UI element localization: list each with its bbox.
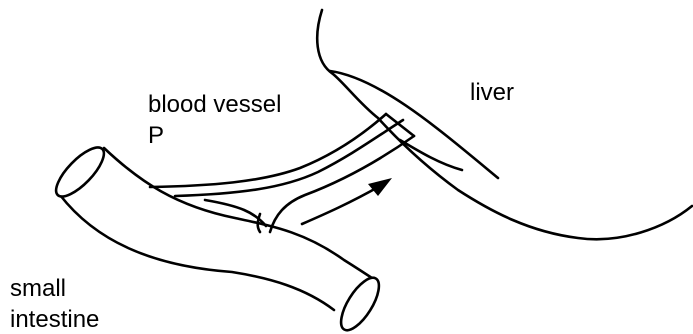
intestine-upper-wall <box>104 148 378 282</box>
small-intestine <box>49 141 386 334</box>
intestine-lower-wall <box>60 195 334 310</box>
intestine-right-opening <box>334 272 386 334</box>
blood-vessel-p <box>150 114 414 232</box>
flow-arrow-head-icon <box>368 178 392 196</box>
label-vessel-p: P <box>148 122 164 149</box>
label-small-intestine-line1: small <box>10 275 66 302</box>
label-liver: liver <box>470 79 514 106</box>
label-blood-vessel: blood vessel <box>148 91 281 118</box>
label-small-intestine-line2: intestine <box>10 306 99 333</box>
flow-arrow <box>302 178 392 224</box>
liver-inner-line <box>400 140 462 170</box>
vessel-lower-wall <box>270 136 414 232</box>
intestine-left-opening <box>49 141 111 204</box>
